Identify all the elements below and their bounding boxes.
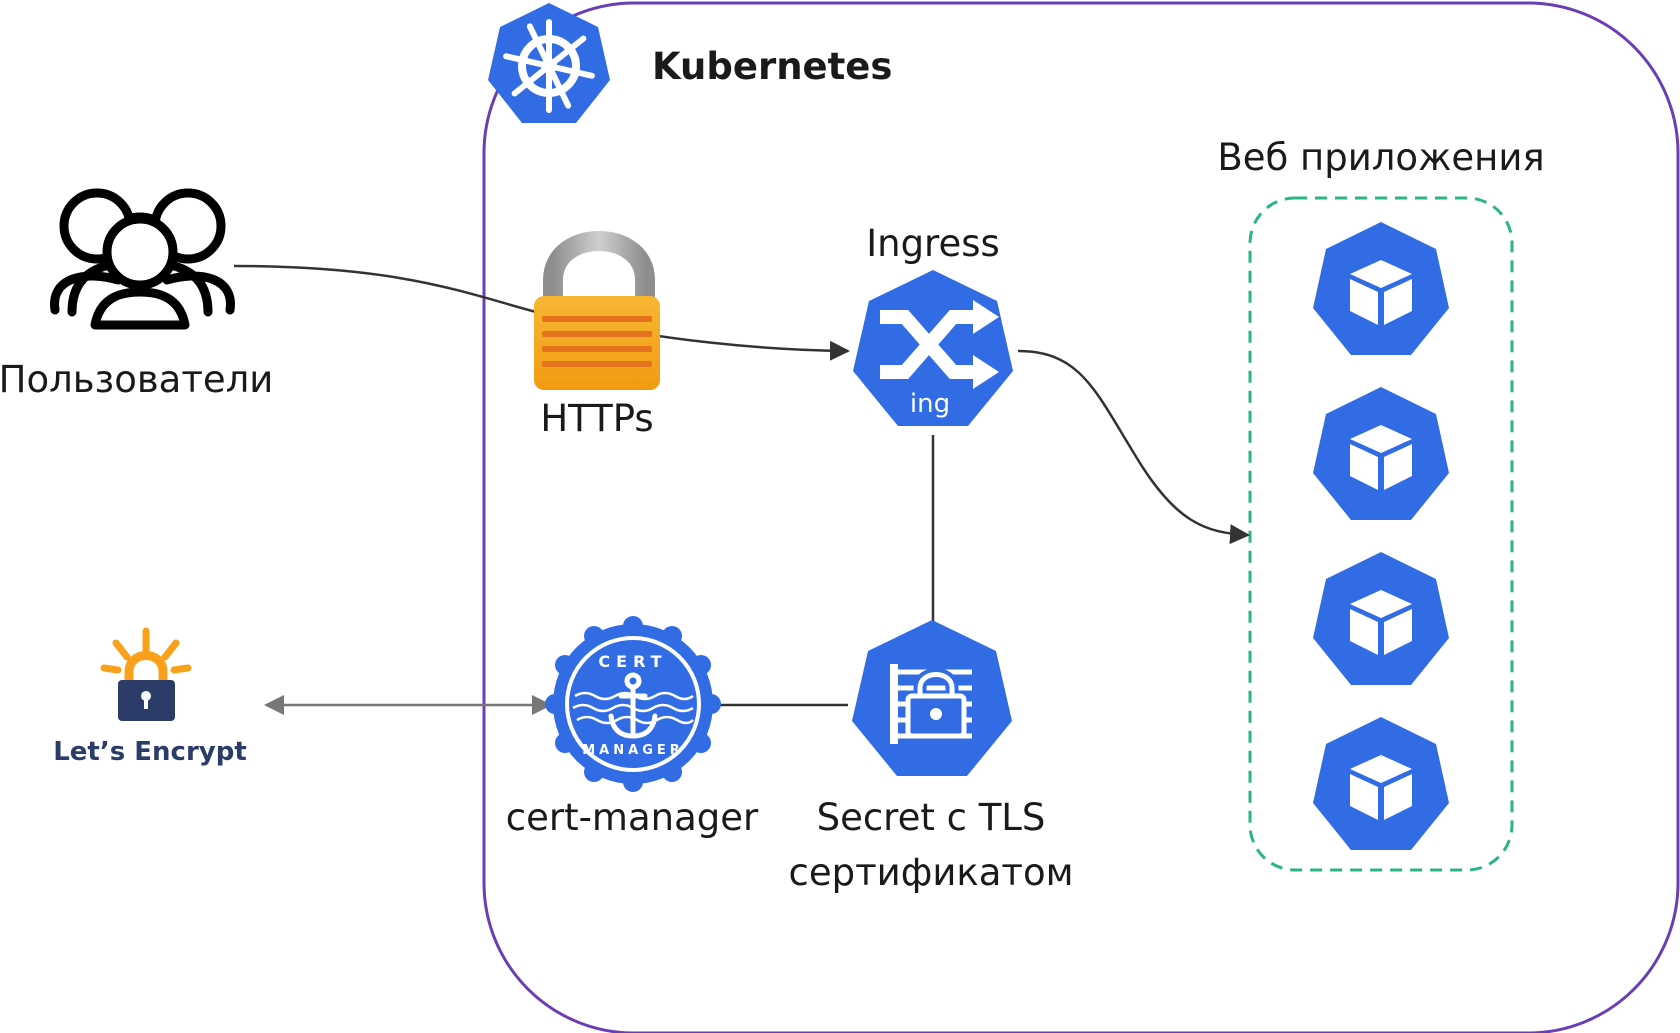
pod-icon — [1313, 222, 1449, 355]
https-label: HTTPs — [540, 397, 653, 440]
secret-icon — [852, 620, 1012, 776]
ingress-icon: ing — [853, 270, 1013, 426]
cluster-title: Kubernetes — [652, 45, 892, 88]
cert-manager-badge-top: CERT — [598, 652, 667, 671]
users-icon — [50, 188, 235, 330]
secret-label-line2: сертификатом — [789, 851, 1074, 894]
secret-label-line1: Secret c TLS — [817, 796, 1046, 839]
cert-manager-label: cert-manager — [506, 796, 759, 839]
pod-icon — [1313, 387, 1449, 520]
letsencrypt-icon — [100, 627, 192, 721]
letsencrypt-label: Let’s Encrypt — [53, 737, 247, 767]
ingress-badge: ing — [910, 389, 950, 419]
kubernetes-cluster-boundary — [482, 1, 1680, 1033]
webapps-group-boundary — [1248, 196, 1514, 872]
pod-icon — [1313, 717, 1449, 850]
kubernetes-logo-icon — [488, 3, 610, 123]
webapps-label: Веб приложения — [1217, 136, 1544, 179]
pod-icon — [1313, 552, 1449, 685]
users-label: Пользователи — [0, 358, 273, 401]
cert-manager-badge-bottom: MANAGER — [582, 743, 684, 758]
ingress-to-webapps-arrow — [1017, 349, 1250, 545]
ingress-label: Ingress — [866, 222, 1000, 265]
padlock-icon — [534, 231, 660, 390]
cert-manager-icon: CERT MANAGER — [545, 616, 721, 792]
